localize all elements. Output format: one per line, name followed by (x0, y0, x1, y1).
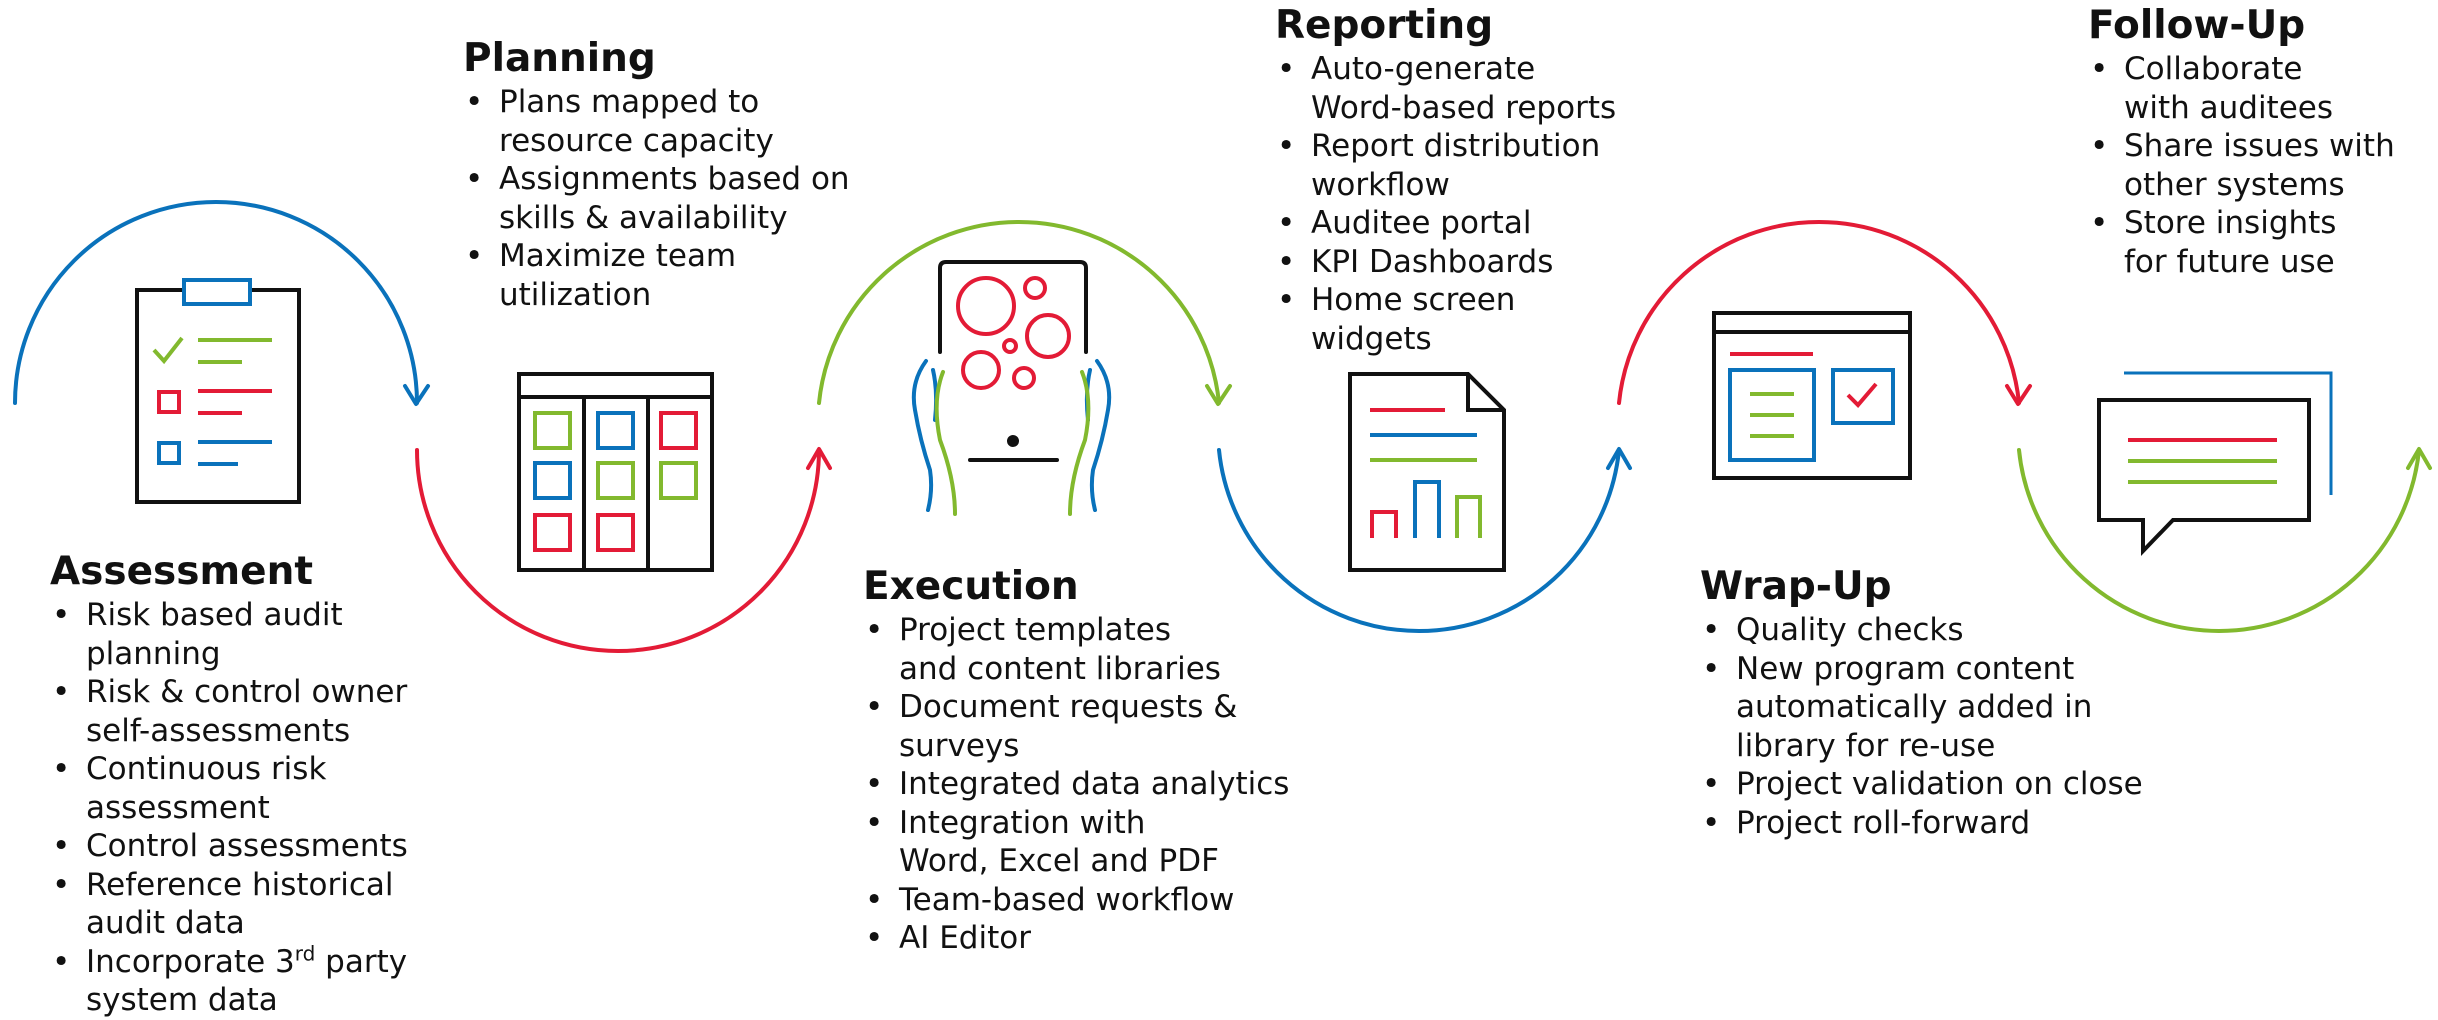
stage-wrapup: Wrap-Up Quality checks New program conte… (1700, 565, 2143, 842)
stage-title-execution: Execution (863, 564, 1079, 609)
stage-title-planning: Planning (463, 36, 656, 81)
list-item: Control assessments (50, 827, 408, 866)
list-item: KPI Dashboards (1275, 243, 1616, 282)
list-item: Document requests &surveys (863, 688, 1289, 765)
list-item: Project validation on close (1700, 765, 2143, 804)
arc-reporting-to-wrapup (1217, 447, 1632, 633)
arc-followup-return (2017, 447, 2432, 633)
arc-wrapup-to-followup (1617, 220, 2032, 406)
stage-title-wrapup: Wrap-Up (1700, 564, 1892, 609)
clipboard-checklist-icon (135, 278, 301, 504)
browser-checkbox-icon (1712, 311, 1912, 480)
list-item: Auditee portal (1275, 204, 1616, 243)
arc-planning-to-execution (415, 447, 832, 653)
stage-title-followup: Follow-Up (2088, 3, 2306, 48)
list-item: Quality checks (1700, 611, 2143, 650)
report-document-icon (1348, 372, 1506, 572)
speech-bubble-icon (2097, 371, 2333, 556)
stage-title-reporting: Reporting (1275, 3, 1494, 48)
arc-assessment-to-planning (13, 200, 430, 406)
stage-list-wrapup: Quality checks New program contentautoma… (1700, 611, 2143, 842)
arc-execution-to-reporting (817, 220, 1232, 406)
planning-grid-icon (517, 372, 714, 572)
list-item: Integrated data analytics (863, 765, 1289, 804)
list-item: Team-based workflow (863, 881, 1289, 920)
list-item: Project roll-forward (1700, 804, 2143, 843)
list-item: AI Editor (863, 919, 1289, 958)
stage-title-assessment: Assessment (50, 549, 313, 594)
tablet-in-hands-icon (911, 260, 1112, 516)
